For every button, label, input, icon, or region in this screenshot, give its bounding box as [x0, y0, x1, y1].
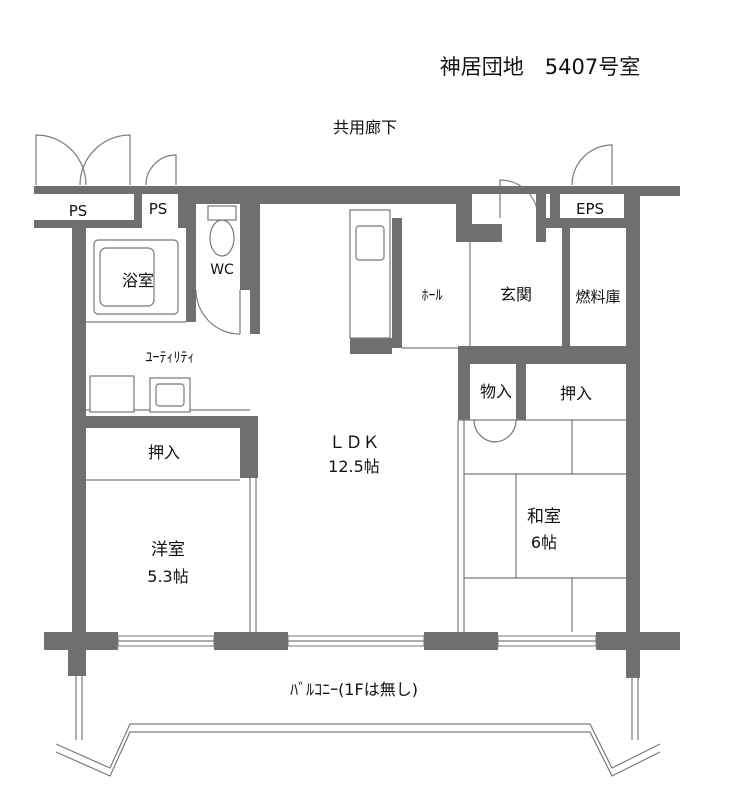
balcony-label: ﾊﾞﾙｺﾆｰ(1Fは無し) [290, 680, 418, 699]
western-room-size: 5.3帖 [147, 567, 188, 586]
hall-label: ﾎｰﾙ [422, 288, 443, 304]
utility-label: ﾕｰﾃｨﾘﾃｨ [146, 350, 195, 366]
unit-title: 神居団地 5407号室 [440, 55, 640, 79]
closet-right-label: 押入 [560, 384, 592, 403]
fuel-storage-label: 燃料庫 [575, 288, 620, 306]
washer-pan-icon [89, 375, 135, 413]
walls [34, 186, 680, 678]
corridor-door-swings [35, 134, 613, 219]
storage-label: 物入 [480, 382, 512, 401]
toilet-icon [207, 205, 237, 221]
fixtures [89, 205, 517, 443]
ldk-label: ＬＤＫ [329, 433, 380, 453]
ldk-size: 12.5帖 [328, 457, 380, 476]
wc-label: WC [210, 262, 234, 278]
entrance-label: 玄関 [500, 285, 532, 304]
windows [117, 635, 597, 647]
corridor-label: 共用廊下 [333, 118, 397, 137]
closet-left-label: 押入 [148, 443, 180, 462]
western-room-label: 洋室 [151, 540, 185, 560]
japanese-room-size: 6帖 [531, 533, 557, 552]
ps1-label: PS [69, 202, 88, 220]
ps2-label: PS [149, 200, 168, 218]
eps-label: EPS [576, 200, 604, 218]
room-labels: PS PS EPS 浴室 WC ﾕｰﾃｨﾘﾃｨ ﾎｰﾙ 玄関 燃料庫 物入 押入… [69, 200, 621, 586]
balcony-outline [55, 676, 661, 777]
japanese-room-label: 和室 [527, 507, 561, 527]
bath-label: 浴室 [122, 271, 154, 290]
